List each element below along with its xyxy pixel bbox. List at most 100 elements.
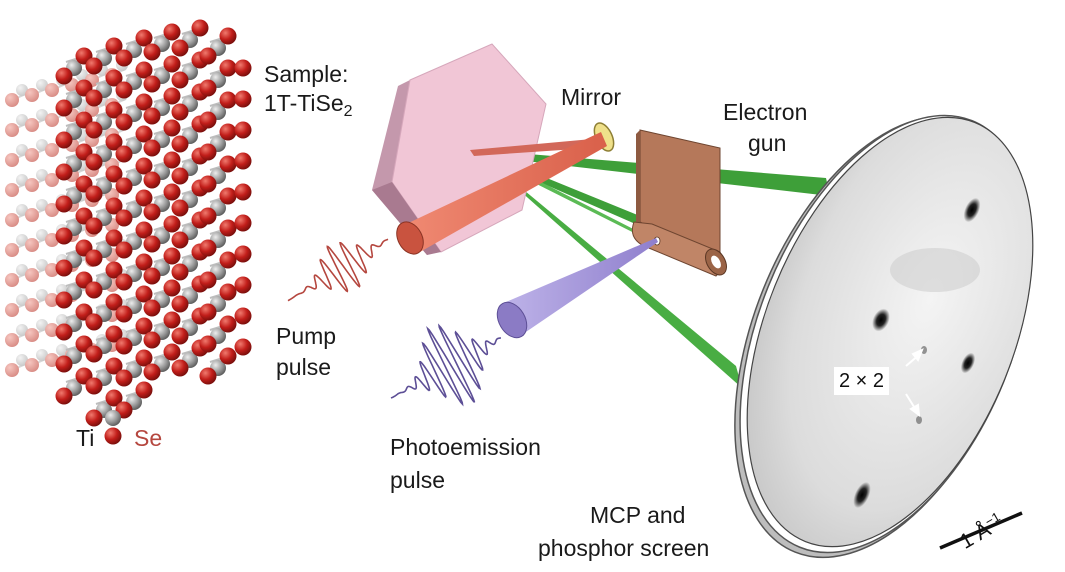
ti-atom-back <box>36 199 48 211</box>
se-atom-back <box>25 238 39 252</box>
se-atom <box>55 131 73 149</box>
se-atom <box>55 291 73 309</box>
se-atom <box>55 195 73 213</box>
ti-atom-back <box>36 349 48 361</box>
se-atom <box>135 221 153 239</box>
se-atom <box>234 59 252 77</box>
se-atom-back <box>25 118 39 132</box>
se-atom-back <box>5 153 19 167</box>
se-atom-back <box>25 148 39 162</box>
se-atom <box>85 217 103 235</box>
ti-atom-back <box>36 229 48 241</box>
se-atom <box>234 121 252 139</box>
se-atom <box>199 143 217 161</box>
se-atom <box>85 153 103 171</box>
se-atom <box>143 203 161 221</box>
se-atom <box>219 251 237 269</box>
ti-atom-back <box>16 324 28 336</box>
electron-gun <box>631 129 727 277</box>
se-atom <box>219 91 237 109</box>
legend-ti-atom <box>105 410 121 426</box>
se-atom <box>171 327 189 345</box>
se-atom-back <box>45 113 59 127</box>
se-atom-back <box>5 363 19 377</box>
sample-title-label: Sample: <box>264 61 349 87</box>
se-atom-back <box>5 273 19 287</box>
se-atom <box>55 323 73 341</box>
photoemission-label-line2: pulse <box>390 467 445 493</box>
ti-atom-back <box>16 354 28 366</box>
se-atom <box>143 235 161 253</box>
se-atom <box>115 273 133 291</box>
se-atom <box>234 90 252 108</box>
scale-bar <box>939 511 1023 550</box>
se-atom <box>105 229 123 247</box>
se-atom-back <box>25 328 39 342</box>
se-atom <box>143 139 161 157</box>
se-atom <box>105 293 123 311</box>
se-atom-back <box>45 233 59 247</box>
se-atom-back <box>45 353 59 367</box>
se-atom <box>234 152 252 170</box>
ti-atom-back <box>16 234 28 246</box>
se-atom <box>135 29 153 47</box>
se-atom-back <box>5 123 19 137</box>
se-atom <box>85 345 103 363</box>
se-atom <box>105 101 123 119</box>
electron-gun-label-line1: Electron <box>723 99 808 125</box>
se-atom <box>219 219 237 237</box>
se-atom <box>163 215 181 233</box>
se-atom <box>143 107 161 125</box>
se-atom <box>143 171 161 189</box>
se-atom <box>85 121 103 139</box>
se-atom-back <box>5 213 19 227</box>
se-atom <box>171 71 189 89</box>
pump-pulse-label-line1: Pump <box>276 323 337 349</box>
se-atom <box>191 19 209 37</box>
se-atom <box>219 283 237 301</box>
se-atom <box>171 359 189 377</box>
ti-atom-back <box>16 204 28 216</box>
se-atom <box>163 119 181 137</box>
se-atom <box>135 349 153 367</box>
se-atom-back <box>45 323 59 337</box>
ti-atom-back <box>56 314 68 326</box>
ti-atom-back <box>16 294 28 306</box>
se-atom <box>55 99 73 117</box>
se-atom <box>105 389 123 407</box>
photoemission-pulse-waveform <box>390 323 501 407</box>
se-atom <box>199 111 217 129</box>
se-atom <box>55 163 73 181</box>
crystal-front-layers <box>55 19 252 427</box>
se-atom <box>234 214 252 232</box>
ti-atom-back <box>36 289 48 301</box>
se-atom <box>163 279 181 297</box>
se-atom-back <box>45 83 59 97</box>
se-atom <box>199 239 217 257</box>
diffraction-spot <box>872 308 890 332</box>
mcp-phosphor-screen <box>734 114 1034 559</box>
se-atom <box>163 247 181 265</box>
se-atom <box>199 207 217 225</box>
se-atom <box>85 377 103 395</box>
se-atom <box>135 157 153 175</box>
ti-atom-back <box>16 114 28 126</box>
se-legend-label: Se <box>134 425 163 451</box>
crystal-structure <box>5 19 252 427</box>
ti-atom-back <box>16 264 28 276</box>
ti-atom-back <box>36 319 48 331</box>
se-atom <box>55 387 73 405</box>
se-atom <box>115 113 133 131</box>
se-atom <box>115 305 133 323</box>
se-atom <box>135 125 153 143</box>
diffraction-spot <box>853 481 871 509</box>
ti-atom-back <box>16 84 28 96</box>
mirror-label: Mirror <box>561 84 622 110</box>
se-atom-back <box>25 268 39 282</box>
se-atom <box>199 79 217 97</box>
se-atom <box>105 133 123 151</box>
se-atom <box>163 343 181 361</box>
se-atom-back <box>5 93 19 107</box>
electron-gun-label-line2: gun <box>748 130 787 156</box>
pump-reflection <box>470 138 606 156</box>
